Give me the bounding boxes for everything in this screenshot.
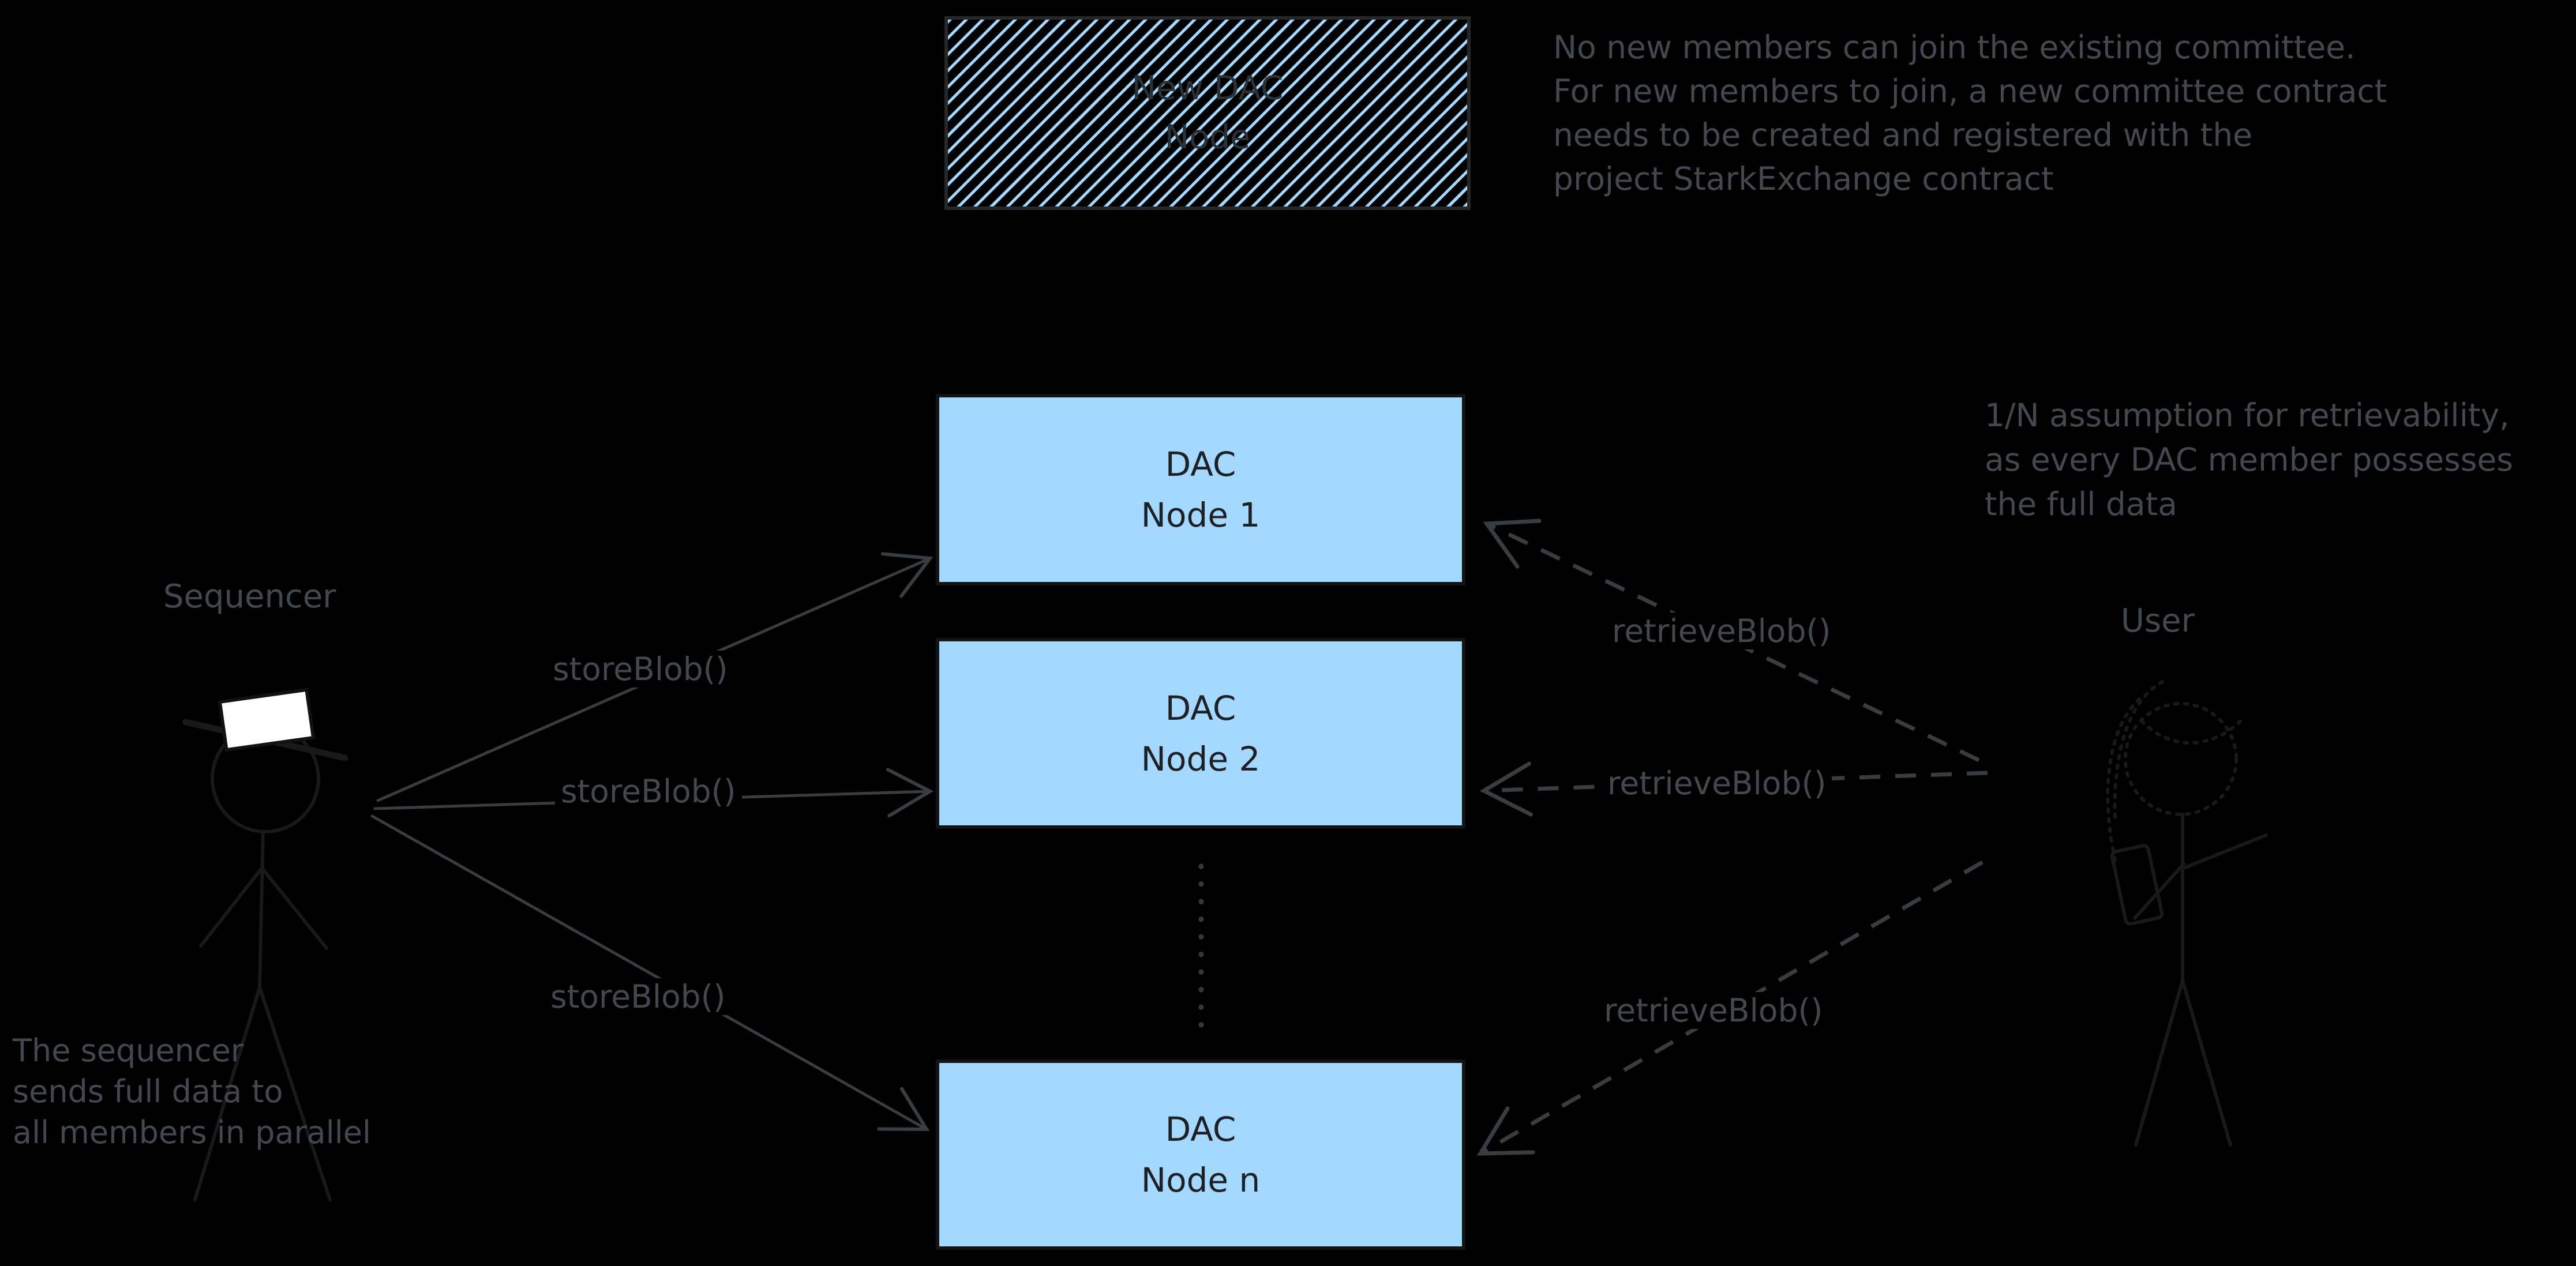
dac-node-n-box: DAC Node n bbox=[936, 1060, 1465, 1250]
new-dac-node-label-line2: Node bbox=[1164, 118, 1251, 156]
dac-node-n-line2: Node n bbox=[1141, 1160, 1261, 1200]
sequencer-label: Sequencer bbox=[163, 578, 336, 615]
store-blob-arrows bbox=[370, 552, 934, 1132]
dac-node-2-line1: DAC bbox=[1165, 688, 1236, 728]
note-retrievability-assumption: 1/N assumption for retrievability, as ev… bbox=[1985, 393, 2513, 527]
user-figure bbox=[2106, 680, 2268, 1147]
note-sequencer-line1: The sequencer bbox=[13, 1032, 244, 1069]
note-committee-rules-line3: needs to be created and registered with … bbox=[1553, 117, 2253, 153]
note-retrievability-line1: 1/N assumption for retrievability, bbox=[1985, 397, 2510, 434]
note-retrievability-line3: the full data bbox=[1985, 486, 2177, 523]
retrieve-blob-label-1: retrieveBlob() bbox=[1606, 613, 1837, 649]
dac-node-2-line2: Node 2 bbox=[1141, 739, 1261, 779]
dac-node-1-box: DAC Node 1 bbox=[936, 394, 1465, 585]
dac-node-1-line1: DAC bbox=[1165, 445, 1236, 484]
sequencer-hat-icon bbox=[218, 688, 316, 752]
retrieve-blob-label-2: retrieveBlob() bbox=[1602, 765, 1832, 802]
user-label: User bbox=[2121, 602, 2195, 640]
dac-node-1-line2: Node 1 bbox=[1141, 495, 1261, 535]
note-sequencer-line2: sends full data to bbox=[13, 1073, 283, 1110]
note-sequencer-behavior: The sequencer sends full data to all mem… bbox=[13, 1030, 371, 1153]
dac-node-n-line1: DAC bbox=[1165, 1110, 1236, 1149]
note-committee-rules-line4: project StarkExchange contract bbox=[1553, 160, 2054, 197]
store-blob-label-3: storeBlob() bbox=[545, 978, 732, 1015]
note-committee-rules-line2: For new members to join, a new committee… bbox=[1553, 73, 2387, 110]
new-dac-node-box: New DAC Node bbox=[944, 16, 1471, 210]
retrieve-blob-label-3: retrieveBlob() bbox=[1598, 992, 1829, 1029]
note-committee-rules-line1: No new members can join the existing com… bbox=[1553, 29, 2356, 66]
note-retrievability-line2: as every DAC member possesses bbox=[1985, 441, 2513, 478]
dac-node-2-box: DAC Node 2 bbox=[936, 638, 1465, 829]
note-committee-rules: No new members can join the existing com… bbox=[1553, 25, 2387, 201]
store-blob-label-2: storeBlob() bbox=[555, 773, 742, 810]
sequencer-figure bbox=[182, 688, 348, 1201]
arrow-store-noden bbox=[370, 814, 930, 1132]
arrow-retrieve-node1 bbox=[1483, 519, 1980, 762]
store-blob-label-1: storeBlob() bbox=[547, 651, 734, 688]
new-dac-node-label-line1: New DAC bbox=[1131, 69, 1284, 107]
note-sequencer-line3: all members in parallel bbox=[13, 1114, 371, 1151]
